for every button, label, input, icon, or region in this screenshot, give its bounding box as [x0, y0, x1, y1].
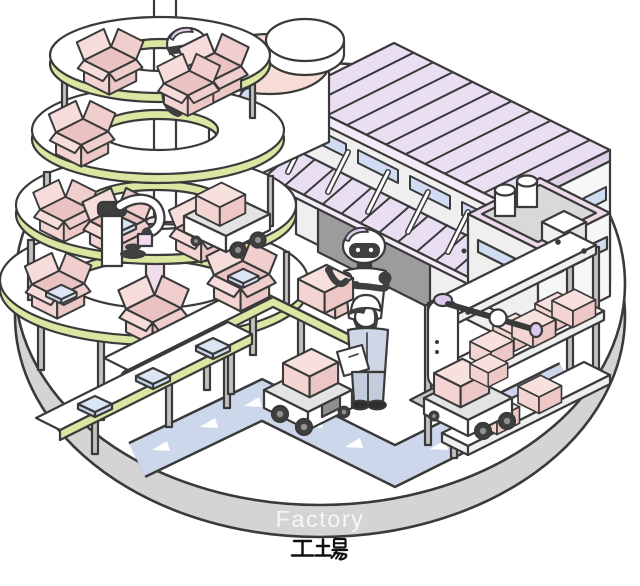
factory-worker — [335, 293, 390, 411]
caption-factory: Factory — [276, 506, 365, 532]
agv-cart-door — [182, 181, 272, 259]
striped-roof — [286, 41, 612, 216]
chip-conveyor — [34, 320, 254, 456]
agv-cart-rack — [422, 353, 517, 441]
pole-robot-arm — [96, 193, 166, 268]
captions: Factory 工場 — [276, 506, 365, 561]
caption-kanji: 工場 — [290, 537, 349, 561]
agv-cart-center — [262, 347, 354, 437]
machine-canisters — [493, 174, 539, 218]
